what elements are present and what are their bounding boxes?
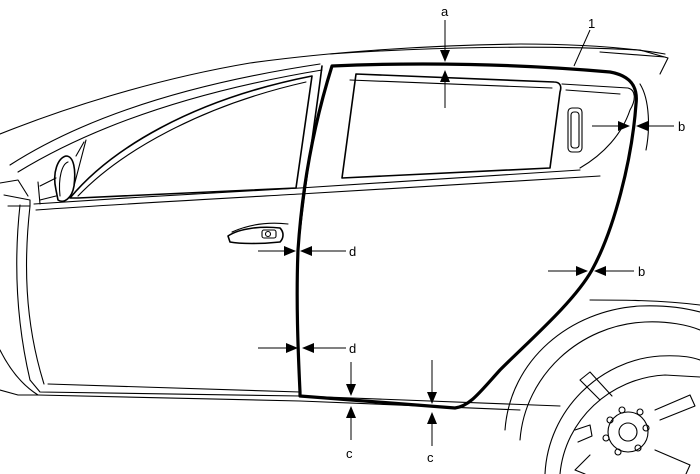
callout-d-upper: d: [349, 244, 356, 259]
dimension-a: [440, 20, 450, 108]
rear-door: [299, 73, 635, 195]
front-door: [25, 65, 323, 393]
callout-b-upper: b: [678, 119, 685, 134]
front-door-handle: [227, 222, 289, 245]
door-weatherstrip: [295, 62, 638, 410]
callout-1: 1: [588, 16, 595, 31]
side-mirror: [37, 139, 87, 205]
dimension-c-right: [427, 360, 437, 446]
leader-line-1: [573, 29, 591, 67]
wheel-spokes: [574, 371, 696, 474]
callout-c-left: c: [346, 446, 353, 461]
callout-b-lower: b: [638, 264, 645, 279]
dimension-d-upper: [258, 246, 346, 256]
callout-d-lower: d: [349, 341, 356, 356]
callout-c-right: c: [427, 450, 434, 465]
dimension-c-left: [346, 362, 356, 440]
dimension-b-upper: [592, 121, 674, 131]
dimension-d-lower: [258, 343, 346, 353]
callout-a: a: [441, 4, 449, 19]
dimension-b-lower: [548, 266, 634, 276]
